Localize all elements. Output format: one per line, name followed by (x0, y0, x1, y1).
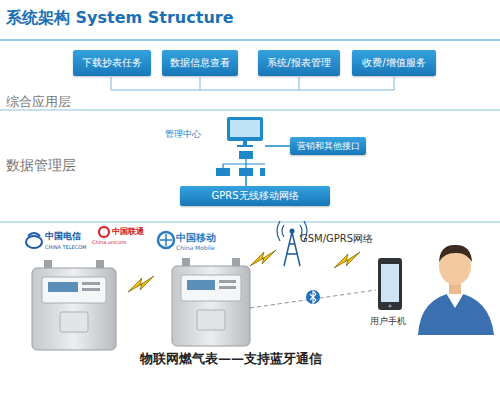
connector-line (245, 176, 247, 186)
text-label: 中国移动 (176, 232, 216, 243)
process-box: 数据信息查看 (162, 50, 238, 76)
process-box: 收费/增值服务 (352, 50, 436, 76)
network-node (260, 168, 265, 176)
text-label: 中国电信 (45, 232, 81, 242)
unicom-logo (99, 227, 109, 237)
network-node (239, 151, 253, 159)
diagram-title: 系统架构 System Structure (6, 8, 234, 29)
user-figure (418, 245, 494, 335)
mobile-phone (378, 258, 402, 310)
node-label: 管理中心 (165, 128, 201, 141)
wireless-bolt (250, 250, 276, 266)
separator-line (0, 222, 500, 223)
network-node (216, 168, 230, 176)
process-box: 营销和其他接口 (290, 137, 366, 155)
monitor (227, 117, 263, 141)
process-box: GPRS无线移动网络 (180, 186, 330, 206)
network-tree (223, 159, 265, 168)
wireless-bolt (334, 252, 360, 268)
text-label: 用户手机 (370, 317, 406, 327)
box-label: 营销和其他接口 (297, 140, 360, 153)
computer-network-icon (165, 114, 265, 176)
separator-line (0, 40, 500, 41)
process-box: 下载抄表任务 (73, 50, 151, 76)
bluetooth-link (250, 290, 376, 308)
gas-meter (32, 260, 116, 350)
network-node (239, 168, 253, 176)
mobile-logo (158, 232, 174, 248)
gas-meter (172, 258, 250, 346)
bracket-line (111, 77, 394, 90)
box-label: 系统/报表管理 (267, 56, 330, 70)
telecom-logo (26, 233, 42, 248)
box-label: 数据信息查看 (170, 56, 230, 70)
connector-line (265, 145, 290, 147)
layer-label: 数据管理层 (6, 158, 76, 173)
monitor-base (237, 145, 253, 147)
box-label: 收费/增值服务 (362, 56, 425, 70)
computer-icon-node: 管理中心 (165, 114, 265, 176)
separator-line (0, 110, 500, 111)
process-box: 系统/报表管理 (258, 50, 340, 76)
wireless-bolt (128, 276, 154, 292)
text-label: China Mobile (176, 245, 215, 252)
box-label: 下载抄表任务 (82, 56, 142, 70)
monitor-screen (230, 120, 260, 137)
layer-label: 综合应用层 (6, 95, 71, 109)
text-label: CHINA TELECOM (45, 245, 86, 251)
text-label: China unicom (92, 240, 126, 246)
bluetooth-symbol (306, 290, 320, 304)
caption-note: 物联网燃气表——支持蓝牙通信 (140, 352, 322, 366)
text-label: GSM/GPRS网络 (300, 233, 373, 244)
text-label: 中国联通 (112, 228, 144, 237)
monitor-stand (243, 141, 247, 145)
box-label: GPRS无线移动网络 (211, 189, 298, 203)
